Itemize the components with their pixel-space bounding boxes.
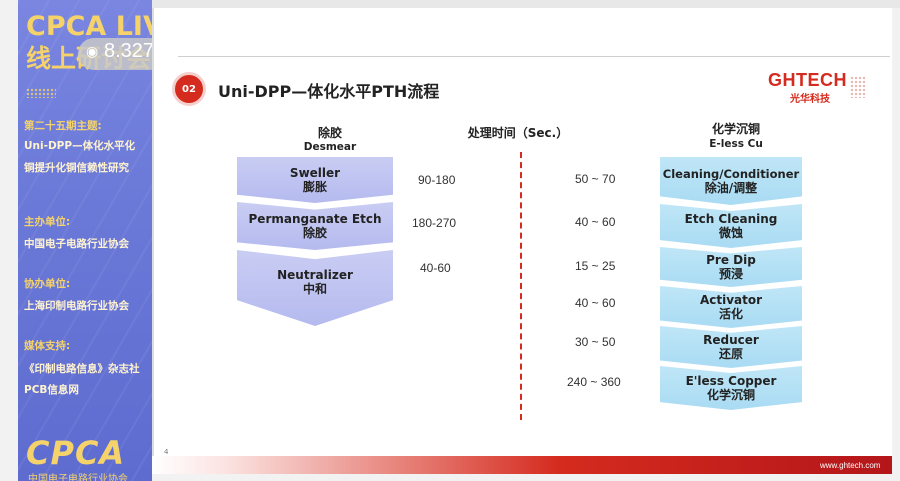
step-name-en: Permanganate Etch bbox=[248, 212, 382, 226]
step-name-cn: 活化 bbox=[718, 307, 743, 321]
step-name-en: Cleaning/Conditioner bbox=[662, 167, 800, 181]
step-name-en: Etch Cleaning bbox=[684, 212, 778, 226]
footer-url: www.ghtech.com bbox=[820, 461, 881, 470]
desmear-time: 40-60 bbox=[420, 261, 451, 275]
step-name-en: Sweller bbox=[289, 166, 341, 180]
step-name-cn: 还原 bbox=[718, 347, 743, 361]
eless-time: 15 ~ 25 bbox=[575, 259, 616, 273]
eless-time: 40 ~ 60 bbox=[575, 215, 616, 229]
cpca-logo: CPCA bbox=[26, 434, 126, 472]
step-name-cn: 预浸 bbox=[718, 267, 743, 281]
eless-step: Cleaning/Conditioner 除油/调整 bbox=[660, 157, 802, 205]
dashed-divider bbox=[520, 152, 522, 420]
step-name-en: Pre Dip bbox=[706, 253, 756, 267]
media-label: 媒体支持: bbox=[24, 340, 71, 352]
step-name-en: Activator bbox=[699, 293, 763, 307]
eless-time: 50 ~ 70 bbox=[575, 172, 616, 186]
desmear-time: 180-270 bbox=[412, 216, 457, 230]
brand-decorative-dots bbox=[850, 76, 866, 98]
process-time-heading: 处理时间（Sec.） bbox=[467, 126, 569, 140]
viewer-icon: ◉ bbox=[86, 44, 99, 60]
topic-line-2: 铜提升化铜信赖性研究 bbox=[24, 162, 129, 174]
eless-cu-subheading: E-less Cu bbox=[709, 138, 763, 150]
desmear-step: Permanganate Etch 除胶 bbox=[237, 202, 393, 250]
viewer-count-pill bbox=[78, 38, 166, 70]
page-number: 4 bbox=[164, 448, 169, 456]
host-value: 中国电子电路行业协会 bbox=[24, 238, 129, 250]
decorative-dots bbox=[26, 88, 56, 98]
viewer-count: 8.327 bbox=[104, 40, 155, 62]
eless-step: Activator 活化 bbox=[660, 286, 802, 328]
step-name-cn: 微蚀 bbox=[718, 226, 743, 240]
media-value-1: 《印制电路信息》杂志社 bbox=[24, 363, 140, 375]
step-name-cn: 除胶 bbox=[302, 226, 327, 240]
desmear-heading: 除胶 bbox=[317, 126, 342, 140]
slide-footer-bar bbox=[152, 456, 892, 474]
event-sidebar: CPCA LIVE 线上研讨会 第二十五期主题: Uni-DPP—体化水平化 铜… bbox=[18, 0, 152, 481]
step-name-en: E'less Copper bbox=[685, 374, 777, 388]
cpca-logo-subtitle: 中国电子电路行业协会 bbox=[28, 474, 128, 481]
eless-time: 240 ~ 360 bbox=[567, 375, 621, 389]
step-name-en: Neutralizer bbox=[277, 268, 353, 282]
desmear-time: 90-180 bbox=[418, 173, 456, 187]
brand-logo: GHTECH bbox=[768, 70, 847, 90]
eless-step: Etch Cleaning 微蚀 bbox=[660, 204, 802, 248]
step-name-cn: 化学沉铜 bbox=[706, 388, 755, 402]
co-organizer-value: 上海印制电路行业协会 bbox=[24, 300, 129, 312]
step-name-cn: 除油/调整 bbox=[704, 181, 758, 195]
co-organizer-label: 协办单位: bbox=[24, 278, 71, 290]
brand-logo-subtitle: 光华科技 bbox=[790, 94, 830, 105]
topic-line-1: Uni-DPP—体化水平化 bbox=[24, 140, 136, 152]
eless-time: 40 ~ 60 bbox=[575, 296, 616, 310]
desmear-step: Sweller 膨胀 bbox=[237, 157, 393, 203]
eless-step: Reducer 还原 bbox=[660, 326, 802, 368]
top-strip bbox=[152, 0, 900, 8]
step-name-en: Reducer bbox=[703, 333, 759, 347]
media-value-2: PCB信息网 bbox=[24, 384, 79, 396]
step-name-cn: 中和 bbox=[302, 282, 327, 296]
slide-title: Uni-DPP—体化水平PTH流程 bbox=[218, 82, 440, 101]
eless-step: E'less Copper 化学沉铜 bbox=[660, 366, 802, 410]
host-label: 主办单位: bbox=[24, 216, 71, 228]
eless-time: 30 ~ 50 bbox=[575, 335, 616, 349]
section-number-badge: 02 bbox=[172, 72, 206, 106]
step-name-cn: 膨胀 bbox=[302, 180, 327, 194]
slide-header-rule bbox=[178, 56, 890, 57]
event-logo-title: CPCA LIVE bbox=[26, 11, 152, 42]
eless-cu-heading: 化学沉铜 bbox=[711, 122, 760, 136]
desmear-subheading: Desmear bbox=[303, 141, 357, 153]
topic-label: 第二十五期主题: bbox=[24, 120, 102, 132]
eless-step: Pre Dip 预浸 bbox=[660, 247, 802, 287]
